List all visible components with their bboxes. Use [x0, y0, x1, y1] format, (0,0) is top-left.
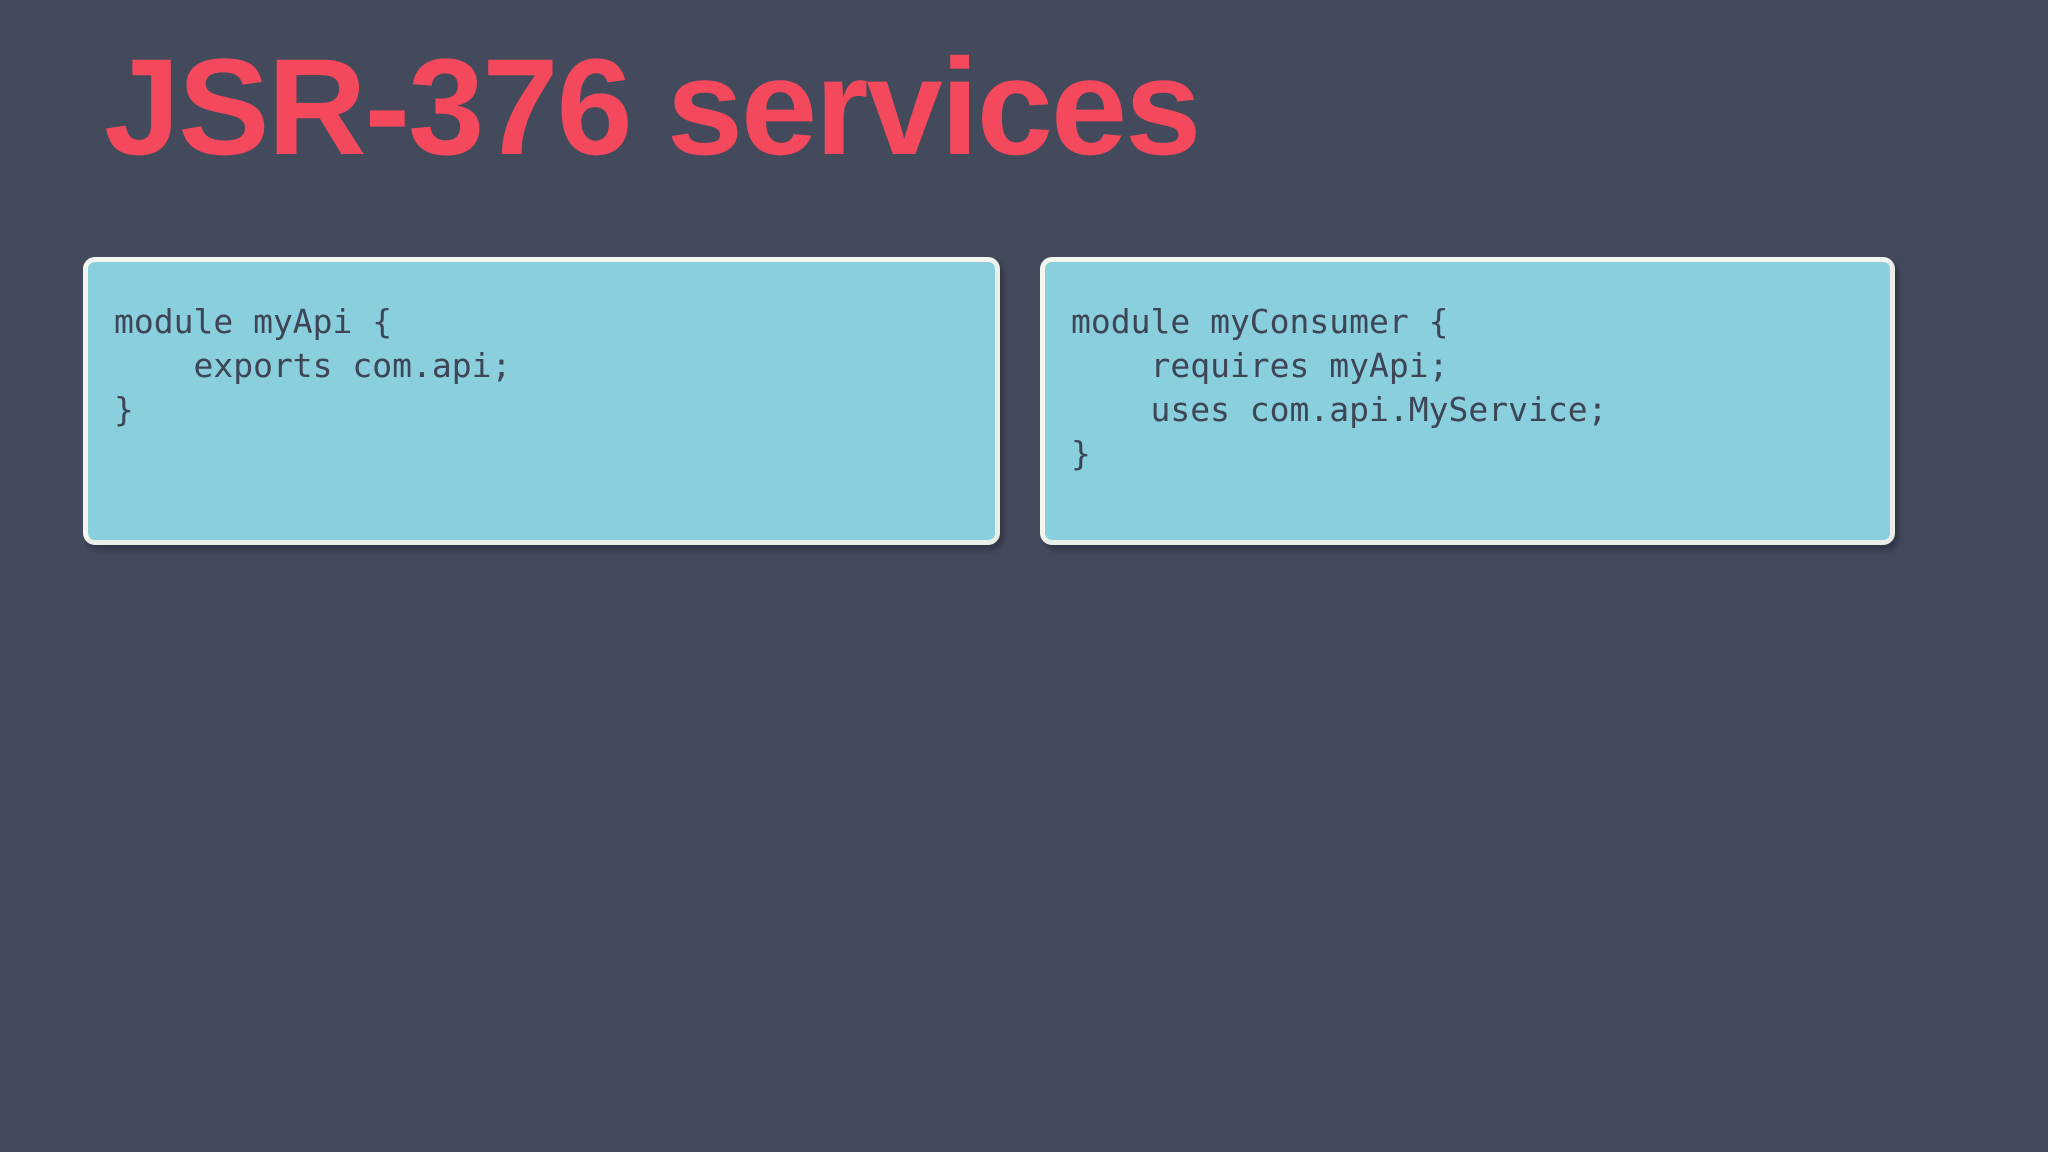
module-myapi-code-panel: module myApi { exports com.api;} — [83, 257, 1000, 545]
code-line: module myConsumer { — [1071, 302, 1449, 341]
code-line: } — [114, 390, 134, 429]
code-line: module myApi { — [114, 302, 393, 341]
code-panels-row: module myApi { exports com.api;} module … — [0, 257, 2048, 557]
code-line: } — [1071, 434, 1091, 473]
code-line: requires myApi; — [1071, 346, 1449, 385]
page-title: JSR-376 services — [104, 31, 1201, 184]
code-block-myconsumer: module myConsumer { requires myApi; uses… — [1071, 300, 1607, 476]
code-line: exports com.api; — [114, 346, 512, 385]
code-line: uses com.api.MyService; — [1071, 390, 1608, 429]
module-myconsumer-code-panel: module myConsumer { requires myApi; uses… — [1040, 257, 1895, 545]
code-block-myapi: module myApi { exports com.api;} — [114, 300, 511, 432]
